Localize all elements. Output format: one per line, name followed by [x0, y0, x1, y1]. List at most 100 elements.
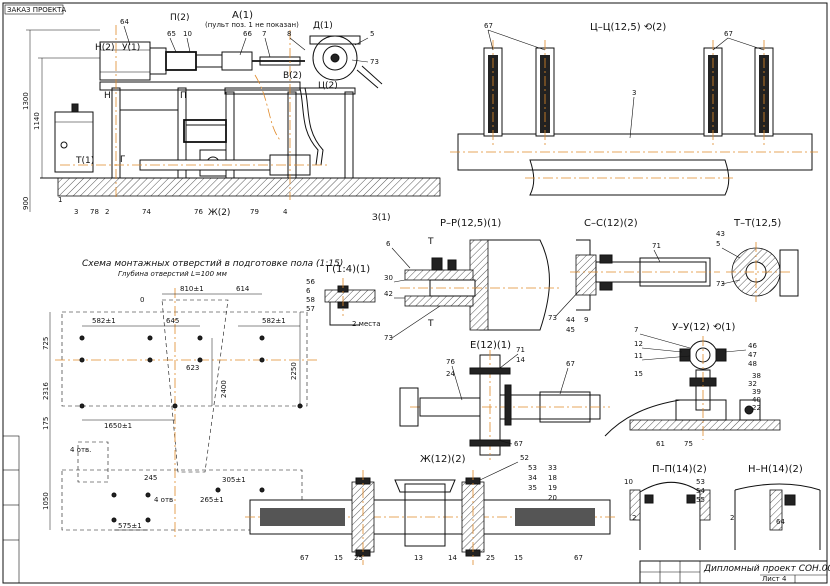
left-margin-strip [2, 435, 20, 584]
vertical-pipe-2 [535, 40, 555, 145]
view-ss-title: С–С(12)(2) [584, 218, 638, 229]
view-rr-section-t1: Т [427, 237, 434, 247]
view-uu-callout-38: 38 [752, 372, 761, 380]
callout-76: 76 [194, 208, 203, 216]
view-gg-callout-58: 58 [306, 296, 315, 304]
view-ts-ts: Ц–Ц(12,5) ⟲(2) 67 67 3 [450, 22, 818, 196]
vertical-pipe-1 [483, 40, 503, 145]
view-zhzh-callout-34: 34 [528, 474, 537, 482]
scheme-subtitle: Глубина отверстий L=100 мм [118, 270, 228, 278]
marker-n: Н [104, 91, 111, 101]
hole-grid [79, 335, 303, 523]
view-tt-callout-43: 43 [716, 230, 725, 238]
view-uu-callout-15: 15 [634, 370, 643, 378]
view-pp-title: П–П(14)(2) [652, 464, 707, 475]
dim-2316: 2316 [42, 382, 50, 400]
view-gg-title: Г(1:4)(1) [326, 264, 370, 275]
callout-3: 3 [74, 208, 78, 216]
callout-64: 64 [120, 18, 129, 26]
view-ee-callout-71: 71 [516, 346, 525, 354]
view-pp-callout-55: 55 [696, 496, 705, 504]
title-block-text: Дипломный проект СОН.0000.00 СБ [703, 564, 830, 574]
view-g: Г(1:4)(1) 56 6 58 57 2 места [306, 264, 380, 328]
top-left-stamp: ЗАКАЗ ПРОЕКТА [4, 4, 66, 15]
sheet-label: Лист 4 [762, 575, 787, 583]
view-ss-callout-71: 71 [652, 242, 661, 250]
dim-810: 810±1 [180, 285, 204, 293]
dim-1140: 1140 [33, 112, 41, 130]
flange-right [461, 477, 485, 557]
marker-ts2: Ц(2) [318, 81, 338, 91]
view-uu-callout-40: 40 [752, 396, 761, 404]
view-p-p: П–П(14)(2) 10 2 53 54 55 [624, 464, 711, 550]
dim-582-right: 582±1 [262, 317, 286, 325]
dim-265: 265±1 [200, 496, 224, 504]
callout-74: 74 [142, 208, 151, 216]
view-tsts-title: Ц–Ц(12,5) ⟲(2) [590, 22, 666, 33]
view-uu-callout-12: 12 [634, 340, 643, 348]
view-uu-callout-39: 39 [752, 388, 761, 396]
view-ss-callout-73: 73 [548, 314, 557, 322]
view-ee-callout-24: 24 [446, 370, 455, 378]
dim-575: 575±1 [118, 522, 142, 530]
dim-175: 175 [42, 417, 50, 430]
view-zhzh-callout-14: 14 [448, 554, 457, 562]
view-zh: Ж(12)(2) 67 15 25 13 14 25 15 67 52 53 3… [245, 454, 615, 565]
view-nn-callout-64: 64 [776, 518, 785, 526]
callout-66: 66 [243, 30, 252, 38]
view-s-s: С–С(12)(2) 71 73 44 45 9 [548, 218, 720, 334]
callout-2: 2 [105, 208, 109, 216]
dim-623: 623 [186, 364, 199, 372]
view-r-r: Р–Р(12,5)(1) 6 30 42 73 Т Т [384, 218, 560, 342]
view-uu-callout-46: 46 [748, 342, 757, 350]
callout-79: 79 [250, 208, 259, 216]
view-t-t: Т–Т(12,5) 43 5 73 [716, 218, 799, 302]
view-ss-callout-9: 9 [584, 316, 588, 324]
view-rr-title: Р–Р(12,5)(1) [440, 218, 501, 229]
view-zhzh-callout-15a: 15 [334, 554, 343, 562]
view-zhzh-callout-67a: 67 [300, 554, 309, 562]
view-ee-callout-67a: 67 [566, 360, 575, 368]
flange-left [351, 477, 375, 557]
view-ee-callout-67b: 67 [514, 440, 523, 448]
dim-4-holes: 4 отв. [70, 446, 91, 454]
dim-305: 305±1 [222, 476, 246, 484]
dim-245: 245 [144, 474, 157, 482]
view-ee-title: Е(12)(1) [470, 340, 511, 351]
callout-78a: 78 [90, 208, 99, 216]
main-assembly-view: 1300 1140 900 П(2) А(1) (пульт поз. 1 не… [22, 10, 441, 223]
view-uu-callout-22: 22 [752, 404, 761, 412]
view-u-u: У–У(12) ⟲(1) 7 12 11 46 47 48 32 38 39 4… [604, 322, 781, 448]
view-gg-callout-6: 6 [306, 287, 311, 295]
dim-1300: 1300 [22, 92, 30, 110]
view-uu-callout-7: 7 [634, 326, 638, 334]
marker-u1: У(1) [122, 43, 140, 53]
view-rr-section-t2: Т [427, 319, 434, 329]
view-uu-title: У–У(12) ⟲(1) [672, 322, 736, 333]
view-zhzh-callout-33: 33 [548, 464, 557, 472]
dim-4-holes-b: 4 отв [154, 496, 173, 504]
marker-a1: А(1) [232, 10, 253, 21]
callout-8: 8 [287, 30, 291, 38]
dim-2400: 2400 [220, 380, 228, 398]
dim-1050: 1050 [42, 492, 50, 510]
view-uu-callout-47: 47 [748, 351, 757, 359]
view-zhzh-title: Ж(12)(2) [420, 454, 466, 465]
callout-10: 10 [183, 30, 192, 38]
marker-p: П [180, 91, 187, 101]
marker-p2: П(2) [170, 13, 190, 23]
callout-7: 7 [262, 30, 266, 38]
marker-z1: З(1) [372, 213, 391, 223]
view-zhzh-callout-20: 20 [548, 494, 557, 502]
view-rr-callout-6: 6 [386, 240, 391, 248]
view-ss-callout-44: 44 [566, 316, 575, 324]
dim-645: 645 [166, 317, 179, 325]
view-uu-callout-61: 61 [656, 440, 665, 448]
view-tsts-callout-67b: 67 [724, 30, 733, 38]
dim-1650: 1650±1 [104, 422, 132, 430]
view-e: Е(12)(1) 76 24 71 14 67 67 [399, 340, 610, 460]
view-pp-callout-54: 54 [696, 487, 705, 495]
view-tt-callout-73: 73 [716, 280, 725, 288]
